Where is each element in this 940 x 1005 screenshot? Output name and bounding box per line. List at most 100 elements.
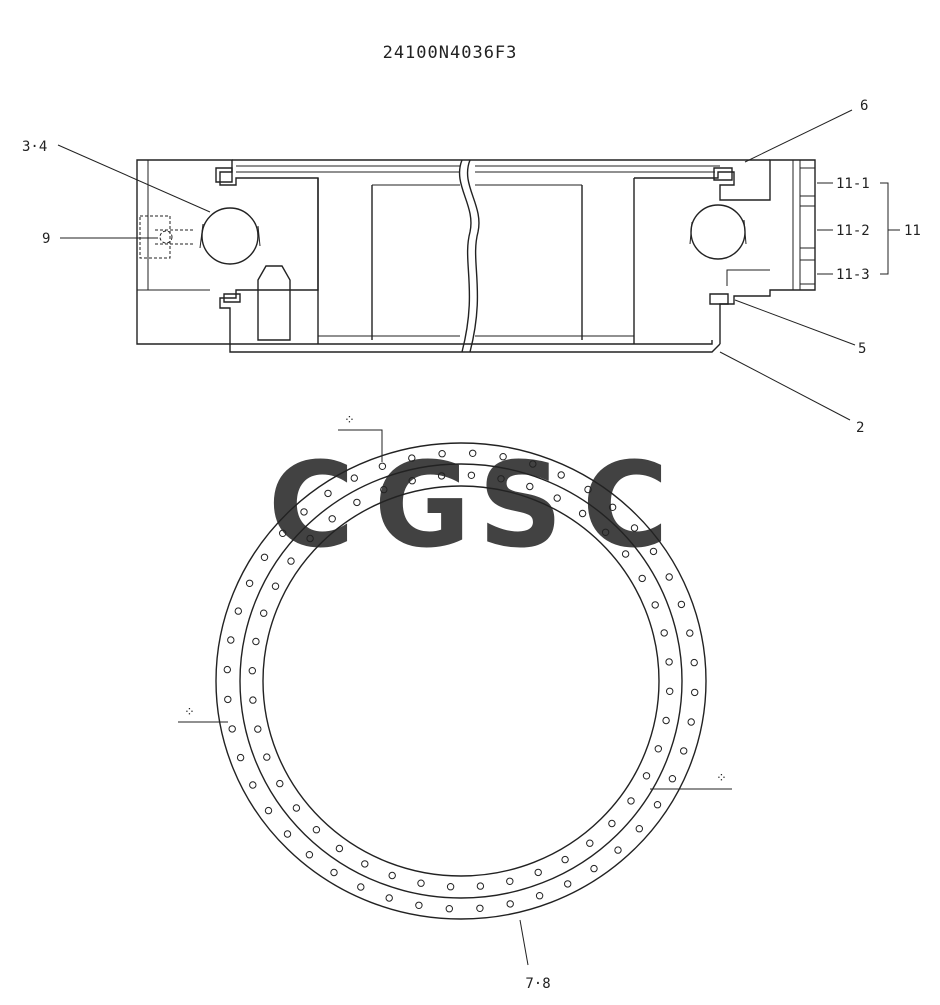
- bolt-hole-inner: [666, 687, 674, 695]
- bolt-hole-outer: [415, 901, 423, 909]
- bolt-hole-inner: [662, 716, 670, 725]
- bolt-hole-outer: [653, 801, 662, 809]
- bolt-hole-outer: [499, 453, 507, 461]
- watermark-letter-4: C: [582, 436, 669, 574]
- bolt-hole-inner: [287, 557, 295, 565]
- bolt-hole-inner: [638, 574, 646, 583]
- bolt-hole-inner: [437, 472, 446, 480]
- plug: [257, 265, 291, 341]
- watermark-letter-1: C: [268, 436, 355, 574]
- bolt-holes-inner: [248, 471, 674, 891]
- bolt-hole-outer: [476, 904, 484, 912]
- bolt-hole-inner: [586, 839, 594, 847]
- bolt-hole-inner: [651, 601, 659, 609]
- bolt-hole-outer: [224, 695, 232, 704]
- seal-top-right: [713, 167, 733, 181]
- ring-outer-edge: [215, 442, 707, 920]
- bolt-hole-inner: [408, 477, 416, 485]
- bolt-hole-inner: [654, 745, 662, 753]
- ball-right: [690, 204, 746, 260]
- watermark-logo: C G S C: [268, 436, 669, 574]
- bolt-hole-inner: [353, 498, 361, 507]
- bolt-hole-outer: [305, 851, 314, 859]
- bolt-hole-outer: [264, 806, 273, 815]
- bolt-hole-inner: [561, 855, 569, 864]
- seal-top-left: [215, 167, 233, 183]
- bolt-hole-outer: [469, 449, 477, 457]
- bolt-hole-inner: [642, 772, 651, 780]
- bolt-hole-outer: [614, 846, 622, 854]
- bolt-hole-outer: [234, 607, 243, 615]
- outer-ring-right: [634, 159, 816, 344]
- bolt-holes-outer: [223, 449, 699, 913]
- bolt-hole-inner: [306, 534, 314, 543]
- callout-11-1: 11-1: [836, 176, 870, 192]
- break-line: [458, 159, 472, 353]
- bolt-hole-outer: [300, 508, 308, 516]
- marker-left: ⁘: [184, 705, 195, 720]
- ring-mid-edge: [239, 463, 683, 899]
- ball-left: [201, 207, 259, 265]
- bolt-hole-outer: [279, 529, 287, 537]
- bolt-hole-inner: [506, 877, 514, 885]
- plan-markers: [178, 429, 732, 966]
- bolt-hole-inner: [249, 696, 257, 704]
- bolt-hole-inner: [312, 826, 321, 834]
- bolt-hole-inner: [578, 509, 587, 518]
- grease-fitting: [139, 215, 171, 259]
- bolt-hole-inner: [608, 819, 616, 828]
- watermark-letter-3: S: [478, 436, 563, 574]
- watermark-letter-2: G: [374, 436, 471, 574]
- bolt-hole-outer: [378, 462, 387, 470]
- bolt-hole-inner: [601, 528, 610, 536]
- bolt-hole-inner: [497, 475, 505, 483]
- bolt-hole-inner: [380, 485, 388, 494]
- callout-2: 2: [856, 420, 864, 436]
- bolt-hole-inner: [526, 482, 534, 491]
- bolt-hole-outer: [228, 725, 236, 733]
- bolt-hole-inner: [467, 471, 476, 479]
- bolt-hole-inner: [665, 658, 673, 666]
- bolt-hole-outer: [330, 868, 338, 877]
- callout-11-2: 11-2: [836, 223, 870, 239]
- bolt-hole-outer: [283, 830, 292, 838]
- bolt-hole-outer: [408, 454, 416, 462]
- callout-9: 9: [42, 231, 50, 247]
- bolt-hole-outer: [557, 471, 565, 479]
- bolt-hole-inner: [335, 844, 344, 853]
- marker-top: ⁘: [344, 413, 355, 428]
- bolt-hole-outer: [506, 900, 514, 908]
- bolt-hole-outer: [564, 880, 572, 888]
- bolt-hole-outer: [686, 629, 694, 637]
- seal-bottom-right: [709, 293, 729, 305]
- bolt-hole-outer: [245, 579, 254, 587]
- callout-11: 11: [904, 223, 921, 239]
- plan-view: [215, 442, 707, 920]
- bolt-hole-inner: [621, 550, 630, 558]
- bolt-hole-outer: [690, 658, 698, 667]
- bolt-hole-outer: [608, 503, 617, 511]
- bolt-hole-outer: [535, 892, 544, 900]
- bolt-hole-inner: [254, 725, 262, 733]
- callout-5: 5: [858, 341, 866, 357]
- bolt-hole-outer: [385, 894, 393, 902]
- bolt-hole-inner: [627, 797, 635, 805]
- bolt-hole-inner: [260, 609, 268, 617]
- bolt-hole-outer: [350, 474, 358, 482]
- cross-section-view: [136, 159, 816, 353]
- bolt-hole-inner: [328, 515, 336, 523]
- bolt-hole-outer: [691, 688, 699, 697]
- bolt-hole-inner: [553, 494, 561, 502]
- bolt-hole-inner: [660, 629, 668, 637]
- bolt-hole-inner: [252, 637, 260, 646]
- bolt-hole-outer: [529, 460, 537, 468]
- bolt-hole-outer: [677, 600, 686, 609]
- bolt-hole-outer: [260, 553, 269, 561]
- callout-7-8: 7·8: [525, 976, 550, 992]
- bolt-hole-outer: [630, 524, 639, 532]
- ring-inner-edge: [262, 485, 660, 877]
- bolt-hole-outer: [324, 489, 332, 498]
- drawing-number: 24100N4036F3: [383, 43, 518, 63]
